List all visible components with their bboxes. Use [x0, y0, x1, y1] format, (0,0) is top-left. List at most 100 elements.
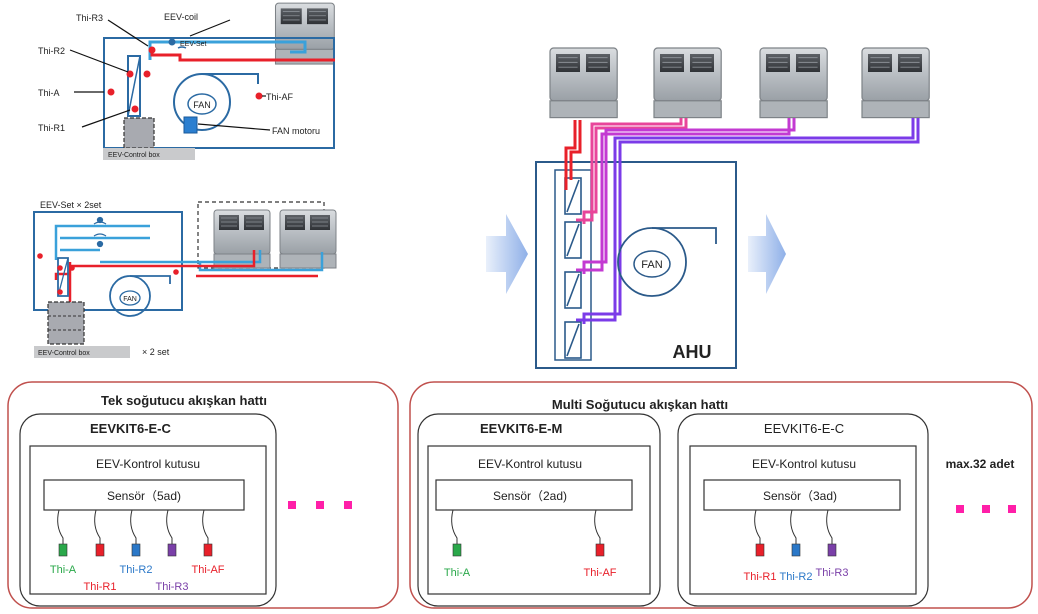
panel-frame	[7, 381, 399, 609]
sensor-dot	[148, 46, 156, 54]
sensor-wire	[594, 509, 601, 544]
sensor-board	[435, 479, 633, 511]
thi-r3-label: Thi-R3	[76, 13, 103, 23]
sensor-probe	[95, 543, 105, 557]
control-box-tag	[103, 148, 195, 160]
sensor-board-label: Sensör（5ad)	[107, 489, 181, 503]
multi-line-panel: Multi Soğutucu akışkan hattı EEVKIT6-E-M…	[409, 381, 1033, 609]
sensor-wire	[94, 509, 101, 544]
sensor-label: Thi-R1	[743, 571, 776, 583]
airflow-in-arrow	[486, 214, 528, 294]
max-count-label: max.32 adet	[946, 457, 1015, 471]
panel-title: Tek soğutucu akışkan hattı	[101, 393, 267, 408]
kit-name: EEVKIT6-E-C	[764, 421, 844, 436]
single-line-panel: Tek soğutucu akışkan hattı EEVKIT6-E-C E…	[7, 381, 399, 609]
fan-motor-label: FAN motoru	[272, 126, 320, 136]
thi-r1-label: Thi-R1	[38, 123, 65, 133]
panel-frame	[409, 381, 1033, 609]
purple-line	[582, 118, 920, 324]
thi-a-label: Thi-A	[38, 88, 60, 98]
sensor-wire	[202, 509, 209, 544]
sensor-wire	[826, 509, 833, 544]
ahu-multi-diagram: FAN AHU	[486, 47, 930, 369]
eev-coil-label: EEV-coil	[164, 12, 198, 22]
sensor-probe	[167, 543, 177, 557]
outdoor-unit	[549, 47, 618, 119]
outdoor-unit	[759, 47, 828, 119]
coil-cell	[127, 55, 141, 117]
outdoor-unit	[274, 2, 335, 65]
sensor-probe	[827, 543, 837, 557]
control-box	[123, 117, 155, 149]
sensor-probe	[755, 543, 765, 557]
sensor-label: Thi-R2	[779, 571, 812, 583]
panel-title: Multi Soğutucu akışkan hattı	[552, 397, 728, 412]
sensor-dot	[255, 92, 263, 100]
eev-set-label: EEV-Set	[180, 41, 207, 48]
sensor-wire	[451, 509, 458, 544]
control-box-frame	[689, 445, 917, 595]
red-line	[569, 120, 582, 180]
kit-frame	[677, 413, 929, 607]
dual-line-schematic: EEV-Set × 2set FAN EEV-Control box	[33, 200, 337, 358]
kit-frame	[417, 413, 661, 607]
sensor-label: Thi-R1	[83, 581, 116, 593]
fan-label: FAN	[641, 259, 662, 271]
sensor-label: Thi-AF	[584, 567, 617, 579]
sensor-label: Thi-AF	[192, 564, 225, 576]
fan-label: FAN	[193, 100, 211, 110]
sensor-probe	[452, 543, 462, 557]
coil-cell	[564, 321, 582, 359]
sensor-label: Thi-A	[444, 567, 471, 579]
sensor-board	[703, 479, 901, 511]
control-box-frame	[29, 445, 267, 595]
control-box-label: EEV-Control box	[108, 152, 160, 159]
sensor-wire	[754, 509, 761, 544]
sensor-label: Thi-R2	[119, 564, 152, 576]
sensor-dot	[143, 70, 151, 78]
outdoor-unit	[653, 47, 722, 119]
thi-r2-label: Thi-R2	[38, 46, 65, 56]
sensor-dot	[107, 88, 115, 96]
sensor-label: Thi-R3	[815, 567, 848, 579]
continuation-dots	[288, 501, 352, 509]
sensor-board-label: Sensör（3ad)	[763, 489, 837, 503]
coil-cell	[564, 271, 582, 309]
sensor-probe	[791, 543, 801, 557]
control-box	[47, 301, 85, 345]
coil-bank	[554, 169, 592, 361]
sensor-board-label: Sensör（2ad)	[493, 489, 567, 503]
single-line-schematic: FAN EEV-Control box Thi-R3 EEV-coil EEV-…	[38, 2, 335, 160]
fan-icon: FAN	[173, 73, 259, 131]
magenta-line	[582, 118, 796, 274]
sensor-probe	[58, 543, 68, 557]
sensor-dot	[131, 105, 139, 113]
fan-motor	[183, 116, 198, 134]
sensor-wire	[790, 509, 797, 544]
control-box-label: EEV-Kontrol kutusu	[478, 457, 582, 471]
fan-label: FAN	[123, 296, 137, 303]
thi-af-label: Thi-AF	[266, 92, 294, 102]
control-box-label: EEV-Kontrol kutusu	[752, 457, 856, 471]
x2-set-label: × 2 set	[142, 347, 170, 357]
sensor-probe	[131, 543, 141, 557]
outdoor-unit	[213, 209, 271, 269]
kit-frame	[19, 413, 277, 607]
sensor-wire	[57, 509, 64, 544]
kit-name: EEVKIT6-E-C	[90, 421, 172, 436]
sensor-dot	[126, 70, 134, 78]
control-box-label: EEV-Control box	[38, 350, 90, 357]
coil-cell	[564, 221, 582, 259]
sensor-label: Thi-R3	[155, 581, 188, 593]
continuation-dots	[956, 505, 1016, 513]
eev-set-x2-label: EEV-Set × 2set	[40, 200, 102, 210]
control-box-label: EEV-Kontrol kutusu	[96, 457, 200, 471]
sensor-label: Thi-A	[50, 564, 77, 576]
control-box-tag	[34, 346, 130, 358]
sensor-wire	[130, 509, 137, 544]
sensor-wire	[166, 509, 173, 544]
kit-name: EEVKIT6-E-M	[480, 421, 562, 436]
ahu-box	[103, 37, 335, 149]
sensor-probe	[595, 543, 605, 557]
